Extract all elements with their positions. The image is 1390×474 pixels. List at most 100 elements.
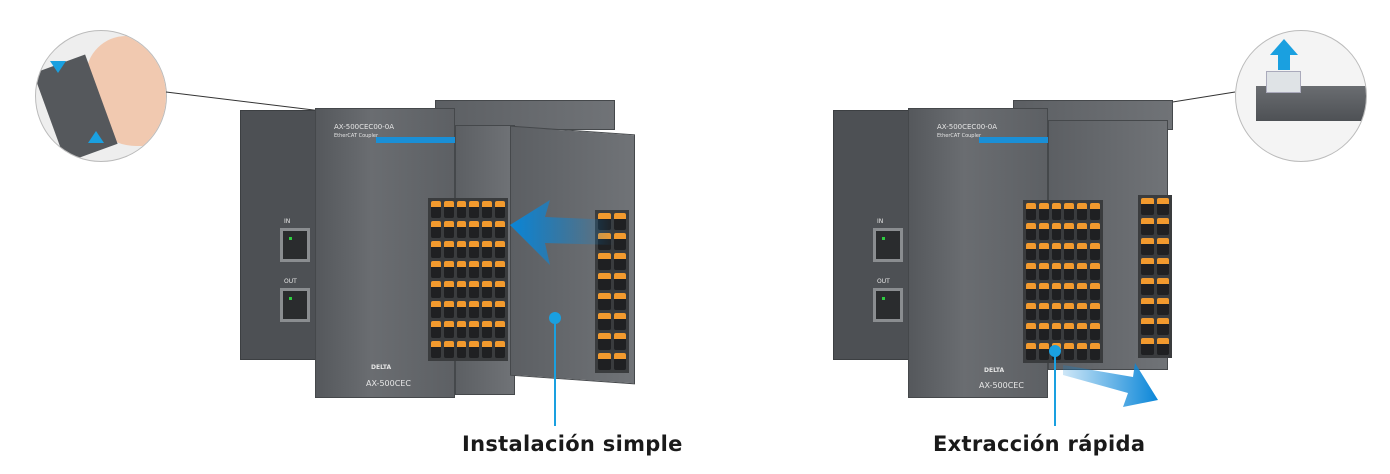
- terminal-slot: [613, 333, 626, 350]
- terminal-slot: [443, 261, 454, 278]
- terminal-slot: [598, 293, 611, 310]
- terminal-slot: [431, 241, 441, 258]
- terminal-slot: [1038, 343, 1049, 360]
- terminal-block: [1023, 200, 1103, 363]
- terminal-slot: [1090, 343, 1100, 360]
- terminal-slot: [469, 321, 480, 338]
- terminal-slot: [613, 213, 626, 230]
- ethernet-port-in: [280, 228, 310, 262]
- terminal-slot: [1156, 278, 1169, 295]
- terminal-slot: [613, 353, 626, 370]
- terminal-slot: [1051, 223, 1062, 240]
- front-model-label: AX-500CEC: [979, 381, 1024, 390]
- terminal-slot: [431, 281, 441, 298]
- callout-line: [554, 318, 556, 426]
- terminal-slot: [495, 261, 505, 278]
- terminal-slot: [1141, 318, 1154, 335]
- terminal-slot: [469, 341, 480, 358]
- terminal-slot: [1064, 263, 1075, 280]
- terminal-block: [428, 198, 508, 361]
- terminal-slot: [482, 221, 493, 238]
- terminal-slot: [1051, 263, 1062, 280]
- terminal-slot: [1141, 278, 1154, 295]
- terminal-slot: [1038, 223, 1049, 240]
- terminal-slot: [469, 261, 480, 278]
- terminal-slot: [495, 221, 505, 238]
- port-out-label: OUT: [284, 278, 297, 285]
- terminal-block: [1138, 195, 1172, 358]
- terminal-slot: [1064, 223, 1075, 240]
- terminal-slot: [1156, 338, 1169, 355]
- terminal-slot: [431, 301, 441, 318]
- port-in-label: IN: [877, 218, 884, 225]
- callout-line: [1054, 350, 1056, 426]
- terminal-slot: [1141, 338, 1154, 355]
- terminal-slot: [469, 301, 480, 318]
- terminal-slot: [443, 301, 454, 318]
- terminal-slot: [469, 281, 480, 298]
- terminal-slot: [1156, 218, 1169, 235]
- terminal-slot: [456, 301, 467, 318]
- terminal-slot: [1077, 203, 1088, 220]
- terminal-slot: [1026, 323, 1036, 340]
- terminal-slot: [1077, 263, 1088, 280]
- terminal-slot: [456, 341, 467, 358]
- terminal-slot: [1077, 243, 1088, 260]
- terminal-slot: [482, 241, 493, 258]
- terminal-slot: [443, 341, 454, 358]
- arrow-down-icon: [50, 61, 66, 73]
- port-out-label: OUT: [877, 278, 890, 285]
- arrow-up-icon: [1270, 39, 1298, 55]
- terminal-slot: [1077, 283, 1088, 300]
- terminal-slot: [613, 293, 626, 310]
- terminal-slot: [495, 281, 505, 298]
- terminal-slot: [1026, 283, 1036, 300]
- terminal-slot: [1038, 283, 1049, 300]
- terminal-slot: [431, 201, 441, 218]
- terminal-slot: [1026, 223, 1036, 240]
- terminal-slot: [1090, 323, 1100, 340]
- arrow-extract-icon: [1063, 363, 1158, 407]
- terminal-slot: [613, 253, 626, 270]
- terminal-slot: [1156, 198, 1169, 215]
- terminal-slot: [1077, 223, 1088, 240]
- terminal-slot: [1090, 243, 1100, 260]
- ethernet-port-in: [873, 228, 903, 262]
- detail-circle-extract: [1235, 30, 1367, 162]
- terminal-slot: [1156, 258, 1169, 275]
- terminal-slot: [613, 233, 626, 250]
- terminal-slot: [1038, 263, 1049, 280]
- terminal-slot: [1064, 343, 1075, 360]
- terminal-slot: [456, 201, 467, 218]
- terminal-slot: [469, 241, 480, 258]
- terminal-slot: [1077, 323, 1088, 340]
- terminal-slot: [431, 261, 441, 278]
- terminal-slot: [1038, 243, 1049, 260]
- terminal-slot: [456, 321, 467, 338]
- terminal-slot: [456, 281, 467, 298]
- ethernet-port-out: [873, 288, 903, 322]
- terminal-slot: [1051, 243, 1062, 260]
- terminal-slot: [1090, 223, 1100, 240]
- terminal-slot: [456, 261, 467, 278]
- terminal-slot: [495, 321, 505, 338]
- model-label: AX-500CEC00-0A: [334, 123, 394, 131]
- terminal-slot: [495, 201, 505, 218]
- terminal-slot: [495, 241, 505, 258]
- terminal-slot: [598, 253, 611, 270]
- terminal-slot: [1026, 203, 1036, 220]
- model-label: AX-500CEC00-0A: [937, 123, 997, 131]
- subtitle-label: EtherCAT Coupler: [334, 133, 379, 139]
- terminal-slot: [456, 241, 467, 258]
- terminal-slot: [1026, 263, 1036, 280]
- ethernet-port-out: [280, 288, 310, 322]
- terminal-slot: [1141, 198, 1154, 215]
- terminal-slot: [1051, 303, 1062, 320]
- terminal-slot: [482, 301, 493, 318]
- terminal-slot: [443, 241, 454, 258]
- caption-install: Instalación simple: [462, 432, 683, 456]
- terminal-slot: [443, 221, 454, 238]
- terminal-slot: [1038, 203, 1049, 220]
- terminal-slot: [1051, 283, 1062, 300]
- terminal-slot: [1064, 243, 1075, 260]
